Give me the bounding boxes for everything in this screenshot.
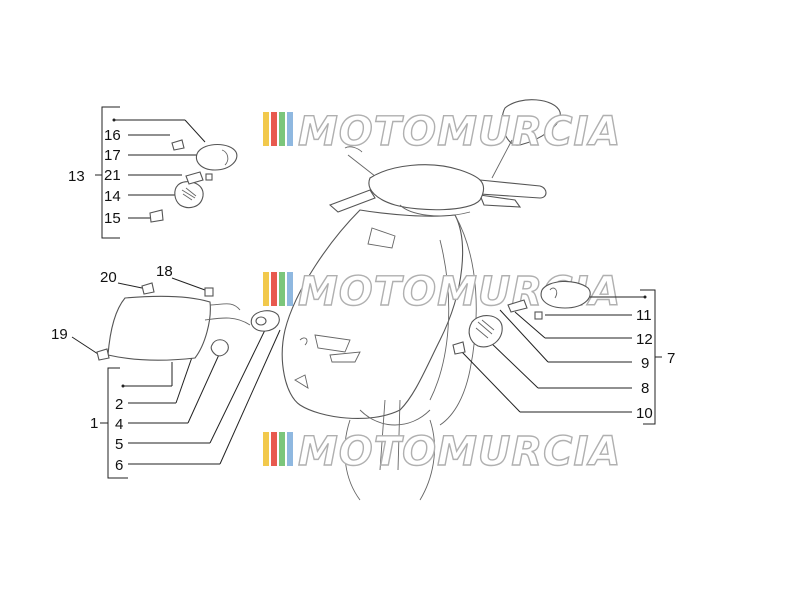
- handlebar-left: [328, 189, 376, 213]
- watermark-bottom: MOTOMURCIA: [263, 428, 621, 476]
- callout-4: 4: [115, 416, 123, 433]
- callout-8: 8: [641, 380, 649, 397]
- screw-20: [141, 282, 155, 295]
- group-1-front-lamp: [71, 277, 281, 479]
- callout-2: 2: [115, 396, 123, 413]
- scooter-illustration: [281, 99, 561, 501]
- callout-10: 10: [636, 405, 653, 422]
- callout-6: 6: [115, 457, 123, 474]
- nut-18: [204, 287, 214, 297]
- nut: [205, 173, 213, 181]
- callout-5: 5: [115, 436, 123, 453]
- callout-19: 19: [51, 326, 68, 343]
- callout-15: 15: [104, 210, 121, 227]
- handlebar-cover: [368, 164, 485, 211]
- callout-1: 1: [90, 415, 98, 432]
- screw-15: [149, 209, 164, 223]
- turn-signal-housing: [195, 143, 238, 171]
- screw-10: [452, 341, 466, 355]
- bulb: [185, 171, 204, 185]
- mirror-right: [501, 99, 561, 146]
- bulb-right: [507, 299, 528, 313]
- watermark-text: MOTOMURCIA: [298, 429, 621, 475]
- callout-20: 20: [100, 269, 117, 286]
- callout-16: 16: [104, 127, 121, 144]
- screw-19: [96, 348, 110, 361]
- nut-11: [534, 311, 543, 320]
- lamp-gasket: [210, 339, 229, 357]
- callout-13: 13: [68, 168, 85, 185]
- callout-labels: 13 16 17 21 14 15 20 18 19 1 2 4 5 6 11 …: [51, 127, 675, 474]
- watermark-top: MOTOMURCIA: [263, 108, 621, 156]
- group-13-turn-signal-left: [95, 106, 238, 239]
- callout-7: 7: [667, 350, 675, 367]
- callout-17: 17: [104, 147, 121, 164]
- callout-14: 14: [104, 188, 121, 205]
- callout-21: 21: [104, 167, 121, 184]
- callout-18: 18: [156, 263, 173, 280]
- callout-11: 11: [636, 307, 652, 324]
- front-lamp-body: [107, 295, 211, 361]
- handlebar-right: [479, 179, 547, 199]
- callout-12: 12: [636, 331, 653, 348]
- screw-16: [171, 139, 185, 151]
- watermark-text: MOTOMURCIA: [298, 109, 621, 155]
- turn-signal-housing-right: [540, 280, 591, 309]
- group-7-turn-signal-right: [452, 280, 662, 425]
- callout-9: 9: [641, 355, 649, 372]
- turn-signal-lens-right: [468, 315, 503, 348]
